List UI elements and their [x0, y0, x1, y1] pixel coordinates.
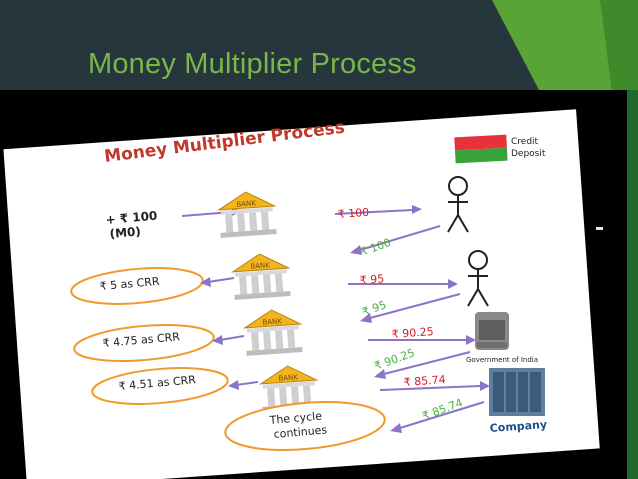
- legend-deposit-label: Deposit: [511, 149, 546, 159]
- bank-4-sign: BANK: [278, 373, 298, 382]
- legend-credit-swatch: [454, 134, 507, 151]
- person-1-icon: [447, 176, 469, 233]
- reserve-2: ₹ 4.75 as CRR: [73, 323, 245, 363]
- slide-title: Money Multiplier Process: [88, 48, 417, 80]
- cycle-line-2: continues: [273, 423, 328, 441]
- initial-amount: + ₹ 100: [105, 209, 158, 227]
- reserve-1-label: ₹ 5 as CRR: [99, 275, 160, 293]
- company-building-icon: [489, 368, 545, 416]
- credit-amount-1: ₹ 100: [337, 206, 369, 221]
- credit-amount-3: ₹ 90.25: [391, 325, 434, 341]
- initial-m0: (M0): [109, 224, 141, 241]
- person-2-icon: [467, 250, 489, 307]
- bank-2: BANK: [230, 253, 291, 300]
- bank-3: BANK: [242, 309, 303, 356]
- credit-amount-2: ₹ 95: [359, 272, 384, 287]
- reserve-1: ₹ 5 as CRR: [70, 267, 235, 305]
- company-label: Company: [489, 418, 547, 435]
- legend-credit-label: Credit: [511, 137, 539, 147]
- government-emblem-icon: [475, 312, 509, 350]
- stray-mark: [596, 227, 603, 230]
- reserve-3: ₹ 4.51 as CRR: [91, 367, 259, 405]
- side-strip: [627, 90, 638, 479]
- bank-1-sign: BANK: [236, 199, 256, 208]
- credit-amount-4: ₹ 85.74: [403, 373, 446, 389]
- government-label: Government of India: [466, 356, 538, 364]
- bank-2-sign: BANK: [250, 261, 270, 270]
- header-decoration: [492, 0, 638, 92]
- cycle-note: The cycle continues: [224, 401, 386, 451]
- legend: Credit Deposit: [454, 134, 546, 164]
- legend-deposit-swatch: [454, 147, 508, 164]
- bank-3-sign: BANK: [262, 317, 282, 326]
- cycle-line-1: The cycle: [268, 409, 323, 427]
- bank-1: BANK: [216, 191, 277, 238]
- money-multiplier-diagram: Money Multiplier Process Credit Deposit …: [3, 109, 600, 479]
